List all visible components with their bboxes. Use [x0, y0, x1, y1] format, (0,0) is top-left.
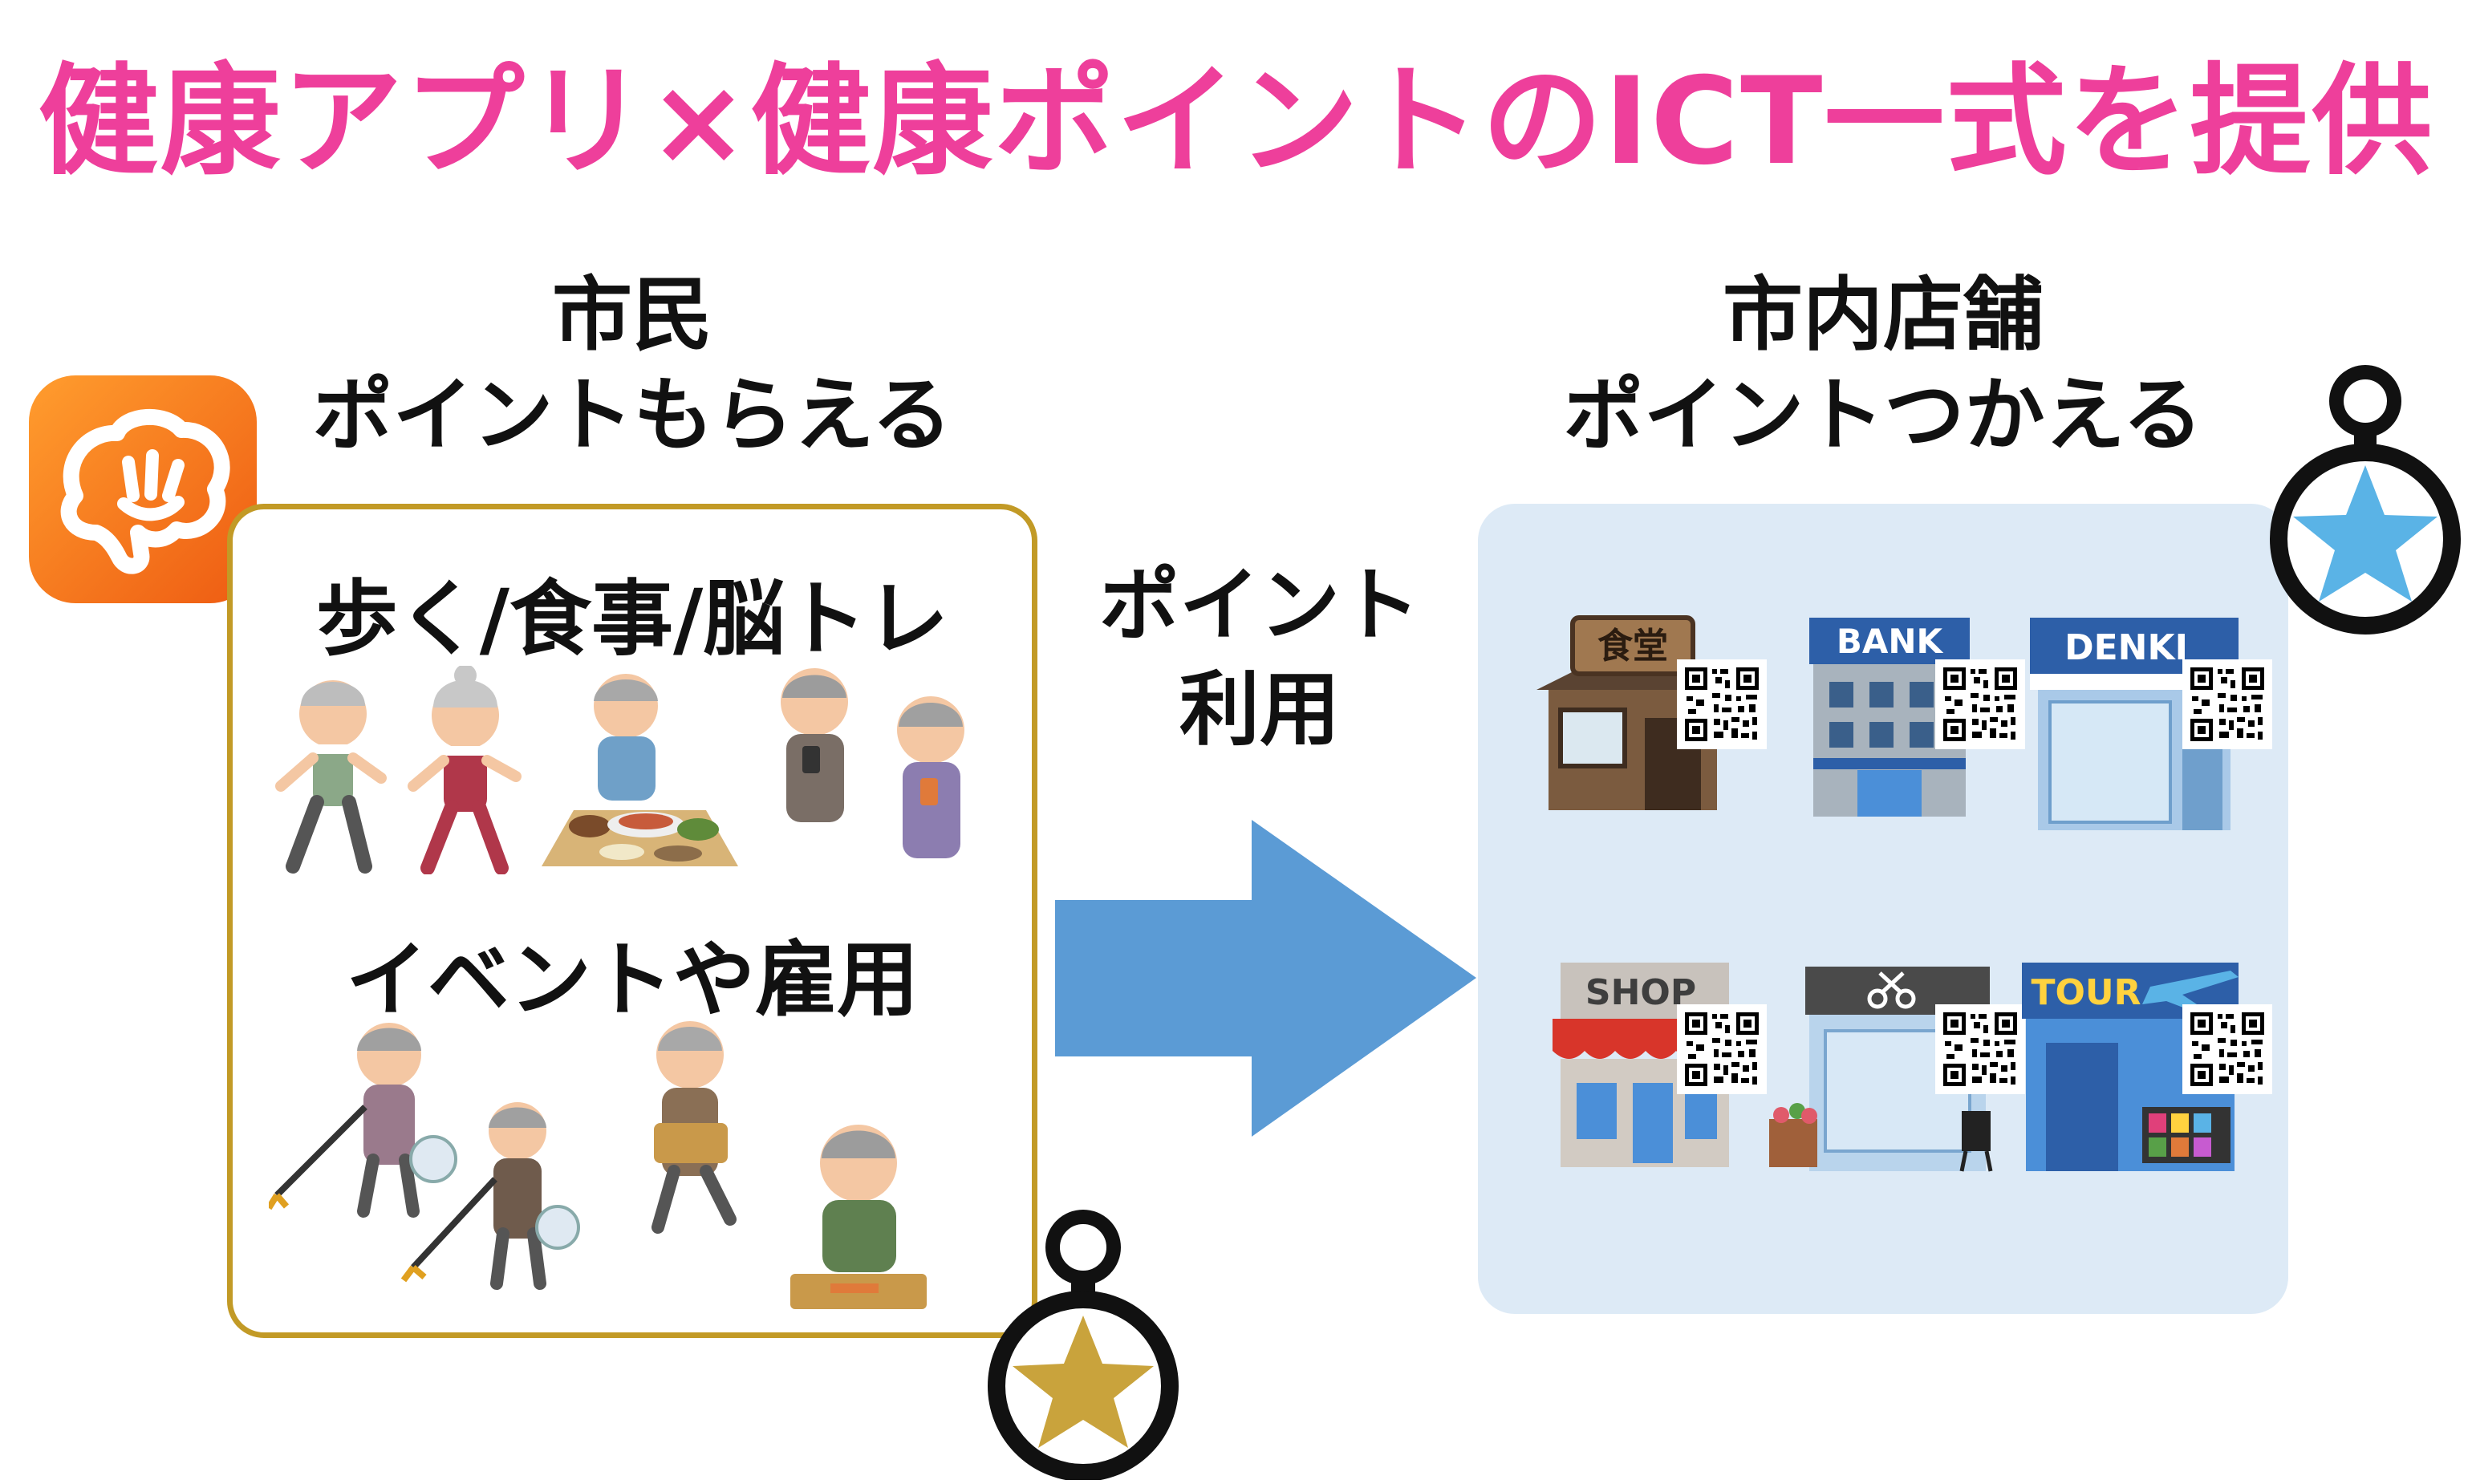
litter-pickup-senior-2: [400, 1102, 580, 1290]
qr-code-icon: [2182, 659, 2272, 749]
scissors-icon: [1867, 971, 1916, 1009]
events-label: イベントや雇用: [346, 933, 919, 1028]
diner-sign: 食堂: [1597, 626, 1668, 667]
store-electronics: DENKI: [2030, 618, 2239, 834]
brain-app-icon: [29, 375, 257, 603]
walking-senior-1: [275, 680, 387, 874]
cooking-senior: [790, 1125, 927, 1309]
store-heading: 市内店舗 ポイントつかえる: [1478, 265, 2288, 465]
qr-code-icon: [1935, 1004, 2025, 1094]
electronics-sign: DENKI: [2064, 627, 2188, 668]
qr-code-icon: [1677, 659, 1767, 749]
store-heading-line2: ポイントつかえる: [1563, 368, 2203, 462]
page-title: 健康アプリ×健康ポイントのICT一式を提供: [38, 52, 2434, 192]
citizen-heading: 市民 ポイントもらえる: [227, 265, 1037, 465]
airplane-icon: [2142, 971, 2239, 1014]
gold-star-medal-icon: [979, 1203, 1187, 1482]
litter-pickup-senior-1: [266, 1023, 457, 1218]
citizen-heading-line2: ポイントもらえる: [312, 368, 952, 462]
basket-senior: [651, 1021, 737, 1234]
qr-code-icon: [1677, 1004, 1767, 1094]
right-arrow-icon: [1055, 820, 1476, 1137]
travel-sign: TOUR: [2031, 972, 2141, 1013]
phone-senior: [781, 668, 848, 822]
qr-code-icon: [1935, 659, 2025, 749]
eating-senior: [542, 674, 738, 866]
walking-senior-2: [408, 664, 522, 875]
activities-illustration: [269, 664, 991, 875]
events-illustration: [266, 1019, 991, 1324]
point-usage-label: ポイント 利用: [1043, 553, 1476, 762]
store-heading-line1: 市内店舗: [1723, 268, 2044, 362]
point-usage-line2: 利用: [1179, 663, 1340, 756]
qr-code-icon: [2182, 1004, 2272, 1094]
tablet-senior: [897, 696, 964, 858]
point-usage-line1: ポイント: [1099, 558, 1420, 652]
citizen-heading-line1: 市民: [552, 268, 712, 362]
activities-label: 歩く/食事/脳トレ: [315, 572, 949, 667]
bank-sign: BANK: [1837, 622, 1944, 661]
blue-star-medal-icon: [2263, 353, 2467, 642]
